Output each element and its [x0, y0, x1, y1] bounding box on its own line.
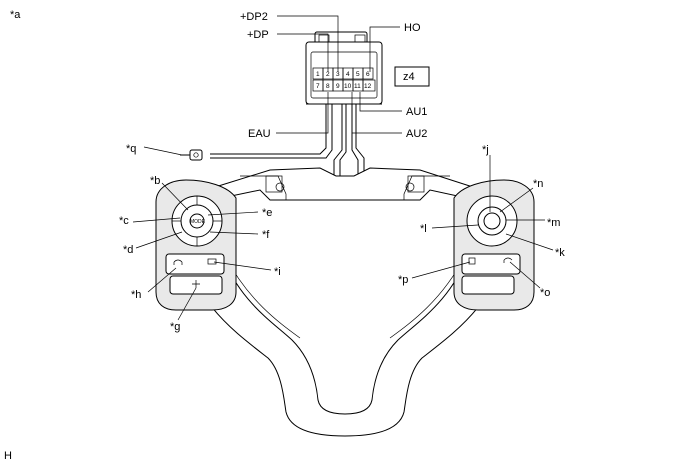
callout-l: *l: [420, 223, 427, 235]
connector-z4: 1 2 3 4 5 6 7 8 9 10 11 12 z4: [305, 31, 430, 105]
pin-label: 1: [316, 71, 320, 78]
terminal-eau: EAU: [248, 128, 271, 140]
footer-tag: H: [4, 450, 12, 462]
pin-grid: 1 2 3 4 5 6 7 8 9 10 11 12: [312, 67, 376, 92]
callout-f: *f: [262, 229, 270, 241]
wire-harness: [180, 104, 365, 176]
pin-label: 11: [354, 83, 361, 90]
pin-label: 3: [336, 71, 340, 78]
callout-b: *b: [150, 175, 160, 187]
callout-c: *c: [119, 215, 129, 227]
pin-label: 6: [366, 71, 370, 78]
callout-m: *m: [547, 217, 560, 229]
connector-code-box: [394, 66, 430, 87]
steering-pad: MODE: [155, 167, 535, 437]
callout-i: *i: [274, 266, 281, 278]
callout-p: *p: [398, 274, 408, 286]
callout-leaders: [132, 146, 554, 321]
callout-j: *j: [482, 144, 489, 156]
pin-label: 10: [344, 83, 352, 90]
pin-label: 7: [316, 83, 320, 90]
pin-label: 12: [364, 83, 372, 90]
pin-label: 2: [326, 71, 330, 78]
callout-k: *k: [555, 247, 565, 259]
figure-tag: *a: [10, 9, 21, 21]
callout-q: *q: [126, 143, 136, 155]
terminal-au1: AU1: [406, 106, 427, 118]
callout-d: *d: [123, 244, 133, 256]
terminal-dp2: +DP2: [240, 11, 268, 23]
callout-o: *o: [540, 287, 550, 299]
terminal-au2: AU2: [406, 128, 427, 140]
pin-label: 4: [346, 71, 350, 78]
callout-g: *g: [170, 321, 180, 333]
callout-h: *h: [131, 289, 141, 301]
connector-code: z4: [403, 71, 415, 83]
terminal-ho: HO: [404, 22, 421, 34]
connector-face: [310, 51, 378, 99]
terminal-dp: +DP: [247, 29, 269, 41]
pin-label: 9: [336, 83, 340, 90]
callout-n: *n: [533, 178, 543, 190]
pin-label: 5: [356, 71, 360, 78]
pin-label: 8: [326, 83, 330, 90]
svg-text:MODE: MODE: [190, 219, 206, 225]
callout-e: *e: [262, 207, 272, 219]
